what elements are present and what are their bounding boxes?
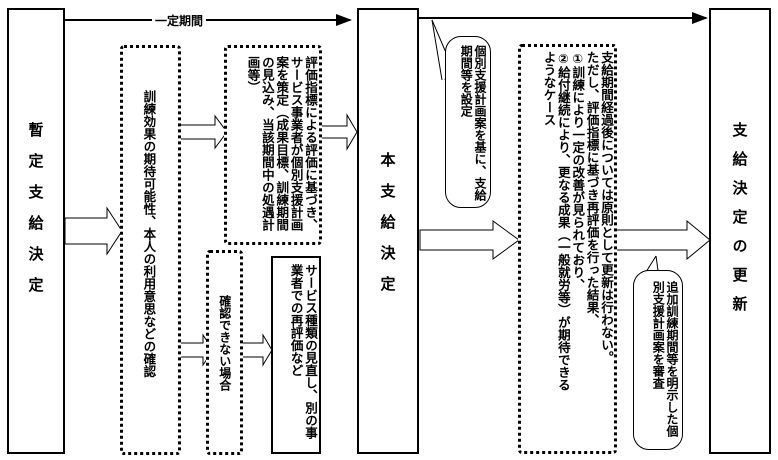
stage-renewal-decision: 支給決定の更新 — [709, 8, 771, 454]
callout-review-plan-text: 追加訓練期間等を明示した個別支援計画案を審査 — [651, 281, 679, 437]
stage-renewal-label: 支給決定の更新 — [730, 122, 749, 325]
callout-set-period-text: 個別支援計画案を基に、支給期間等を設定 — [459, 45, 487, 201]
confirm-text: 訓練効果の期待可能性、本人の利用意思などの確認 — [141, 90, 157, 378]
callout-tail-set-period-2 — [431, 19, 443, 81]
review-box: サービス種類の見直し、別の事業者での再評価など — [271, 256, 321, 454]
block-arrow-evaluation-to-main — [319, 113, 358, 151]
stage-main-label: 本支給決定 — [378, 152, 397, 307]
block-arrow-main-to-renewal-box — [419, 220, 520, 260]
evaluation-box: 評価指標による評価に基づき、サービス事業者が個別支援計画案を策定（成果目標、訓練… — [224, 45, 322, 245]
renewal-rule-box: 支給期間経過後については原則として更新は行わない。 ただし、評価指標に基づき再評… — [518, 44, 617, 454]
cannot-confirm-text: 確認できない場合 — [217, 295, 232, 391]
renewal-rule-line-5: ようなケース — [541, 51, 557, 126]
renewal-rule-line-1: 支給期間経過後については原則として更新は行わない。 — [599, 51, 614, 364]
stage-main-decision: 本支給決定 — [357, 8, 419, 454]
block-arrow-cannot-to-review — [240, 333, 273, 367]
block-arrow-confirm-to-evaluation — [179, 114, 228, 150]
callout-review-plan: 追加訓練期間等を明示した個別支援計画案を審査 — [633, 270, 683, 450]
evaluation-text: 評価指標による評価に基づき、サービス事業者が個別支援計画案を策定（成果目標、訓練… — [245, 56, 319, 231]
stage-provisional-decision: 暫定支給決定 — [7, 8, 65, 454]
callout-set-period: 個別支援計画案を基に、支給期間等を設定 — [445, 36, 491, 208]
review-text: サービス種類の見直し、別の事業者での再評価など — [288, 264, 318, 439]
renewal-rule-line-2: ただし、評価指標に基づき再評価を行った結果、 — [584, 51, 600, 326]
block-arrow-provisional-to-confirm — [64, 206, 123, 256]
renewal-rule-text: 支給期間経過後については原則として更新は行わない。 ただし、評価指標に基づき再評… — [525, 51, 615, 451]
renewal-rule-line-3: ①訓練により一定の改善が見られており、 — [570, 51, 586, 291]
period-label: 一定期間 — [152, 12, 207, 29]
renewal-rule-line-4: ②給付継続により、更なる成果（一般就労等）が期待できる — [555, 51, 571, 391]
block-arrow-renewal-box-to-renewal — [615, 219, 711, 261]
confirm-box: 訓練効果の期待可能性、本人の利用意思などの確認 — [120, 45, 181, 455]
cannot-confirm-box: 確認できない場合 — [206, 250, 243, 455]
stage-provisional-label: 暫定支給決定 — [26, 122, 45, 308]
